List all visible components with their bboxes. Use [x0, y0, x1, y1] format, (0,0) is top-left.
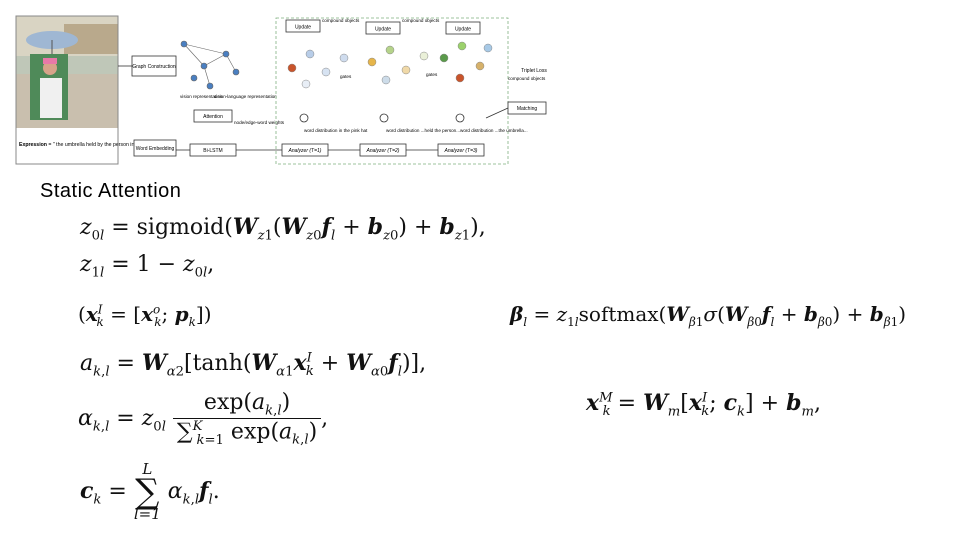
word-distribution-label: word distribution ...the umbrella... — [460, 128, 528, 133]
weights-label: node/edge-word weights — [234, 120, 285, 125]
svg-text:Analyzer (T=1): Analyzer (T=1) — [288, 148, 322, 154]
gate-nodes — [299, 113, 465, 123]
bilstm-label: Bi-LSTM — [203, 148, 222, 154]
word-embedding-label: Word Embedding — [136, 146, 175, 152]
word-distribution-label: word distribution ...held the person... — [386, 128, 460, 133]
step-graphs — [287, 41, 493, 89]
gates-label: gates — [340, 74, 352, 79]
architecture-diagram: Expression = " the umbrella held by the … — [15, 15, 548, 165]
expression-label: Expression = " the umbrella held by the … — [19, 142, 165, 148]
vision-representation-label: vision representation — [180, 94, 223, 99]
equation-z0: z0l = sigmoid(Wz1(Wz0fl + bz0) + bz1), — [80, 214, 486, 244]
equation-beta: βl = z1lsoftmax(Wβ1σ(Wβ0fl + bβ0) + bβ1) — [510, 302, 907, 329]
svg-text:Analyzer (T=3): Analyzer (T=3) — [444, 148, 478, 154]
equation-a: ak,l = Wα2[tanh(Wα1xIk + Wα0fl)], — [80, 350, 427, 380]
attention-box — [193, 109, 233, 123]
scene-graph — [180, 40, 240, 90]
triplet-loss-label: Triplet Loss — [521, 68, 547, 74]
svg-text:Update: Update — [295, 25, 311, 31]
section-title: Static Attention — [40, 180, 182, 202]
attention-label: Attention — [203, 114, 223, 120]
equation-alpha: αk,l = z0l exp(ak,l) ∑Kk=1 exp(ak,l) , — [78, 390, 329, 449]
graph-construction-label: Graph Construction — [132, 64, 176, 70]
triplet-loss-box — [534, 98, 548, 99]
input-photo — [16, 16, 118, 128]
svg-text:Update: Update — [455, 27, 471, 33]
update-boxes: Update Update Update — [285, 19, 481, 35]
matching-label: Matching — [517, 106, 538, 112]
equation-c: ck = L ∑ l=1 αk,lfl. — [80, 460, 220, 523]
svg-text:Update: Update — [375, 27, 391, 33]
compound-objects-label: compound objects — [322, 18, 360, 23]
word-distribution-label: word distribution in the pink hat — [304, 128, 368, 133]
compound-objects-label: compound objects — [402, 18, 440, 23]
equation-xM: xMk = Wm[xIk; ck] + bm, — [586, 390, 821, 420]
compound-objects-label: compound objects — [508, 76, 546, 81]
gates-label: gates — [426, 72, 438, 77]
equation-xI: (xIk = [xok; pk]) — [78, 302, 212, 329]
vision-language-label: vision-language representation — [214, 94, 277, 99]
word-embedding-box — [133, 139, 177, 157]
svg-text:Analyzer (T=2): Analyzer (T=2) — [366, 148, 400, 154]
analyzer-boxes: Analyzer (T=1) Analyzer (T=2) Analyzer (… — [281, 143, 485, 157]
equation-z1: z1l = 1 − z0l, — [80, 252, 215, 281]
